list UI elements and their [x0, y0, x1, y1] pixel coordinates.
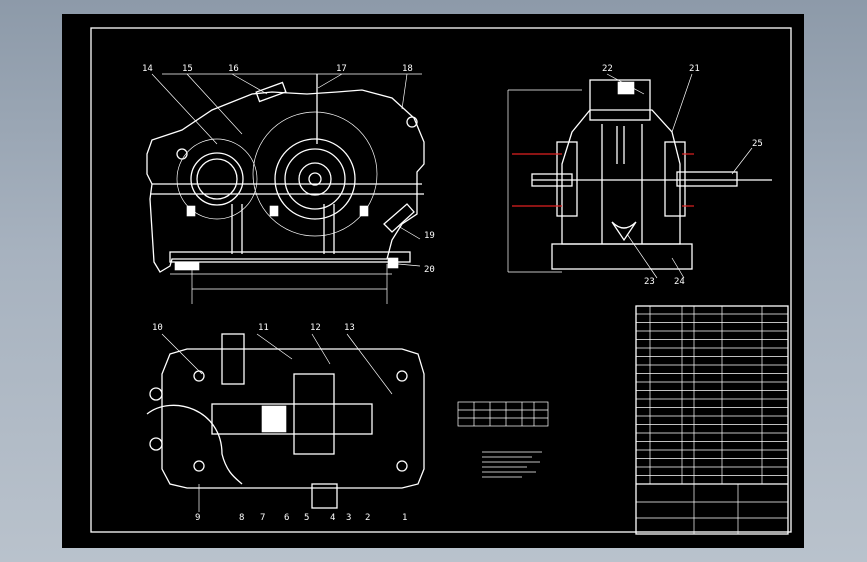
part-label-15: 15: [182, 64, 193, 74]
part-label-1: 1: [402, 513, 407, 523]
title-block: [636, 483, 788, 534]
part-label-6: 6: [284, 513, 289, 523]
part-label-13: 13: [344, 323, 355, 333]
technical-notes: [482, 451, 542, 478]
front-view-part-labels: 14 15 16 17 18 19 20: [142, 64, 435, 275]
plan-view: [146, 333, 425, 512]
part-label-19: 19: [424, 231, 435, 241]
parts-list-table: [635, 305, 789, 535]
side-view-part-labels: 22 21 25 23 24: [602, 64, 763, 287]
side-view: [507, 73, 772, 279]
part-label-9: 9: [195, 513, 200, 523]
part-label-12: 12: [310, 323, 321, 333]
part-label-16: 16: [228, 64, 239, 74]
part-label-8: 8: [239, 513, 244, 523]
part-label-17: 17: [336, 64, 347, 74]
front-view: [146, 73, 425, 304]
spec-table: [457, 401, 549, 427]
part-label-11: 11: [258, 323, 269, 333]
part-label-4: 4: [330, 513, 335, 523]
part-label-24: 24: [674, 277, 685, 287]
part-label-2: 2: [365, 513, 370, 523]
plan-view-part-labels: 10 11 12 13 9 8 7 6 5 4 3 2 1: [152, 323, 407, 523]
drawing-border: [90, 27, 792, 533]
part-label-23: 23: [644, 277, 655, 287]
part-label-21: 21: [689, 64, 700, 74]
part-label-20: 20: [424, 265, 435, 275]
part-label-7: 7: [260, 513, 265, 523]
part-label-25: 25: [752, 139, 763, 149]
part-label-3: 3: [346, 513, 351, 523]
cad-viewport[interactable]: 14 15 16 17 18 19 20 22: [62, 14, 804, 548]
gearbox-assembly-drawing: 14 15 16 17 18 19 20 22: [90, 27, 792, 535]
part-label-10: 10: [152, 323, 163, 333]
part-label-22: 22: [602, 64, 613, 74]
part-label-5: 5: [304, 513, 309, 523]
part-label-18: 18: [402, 64, 413, 74]
part-label-14: 14: [142, 64, 153, 74]
